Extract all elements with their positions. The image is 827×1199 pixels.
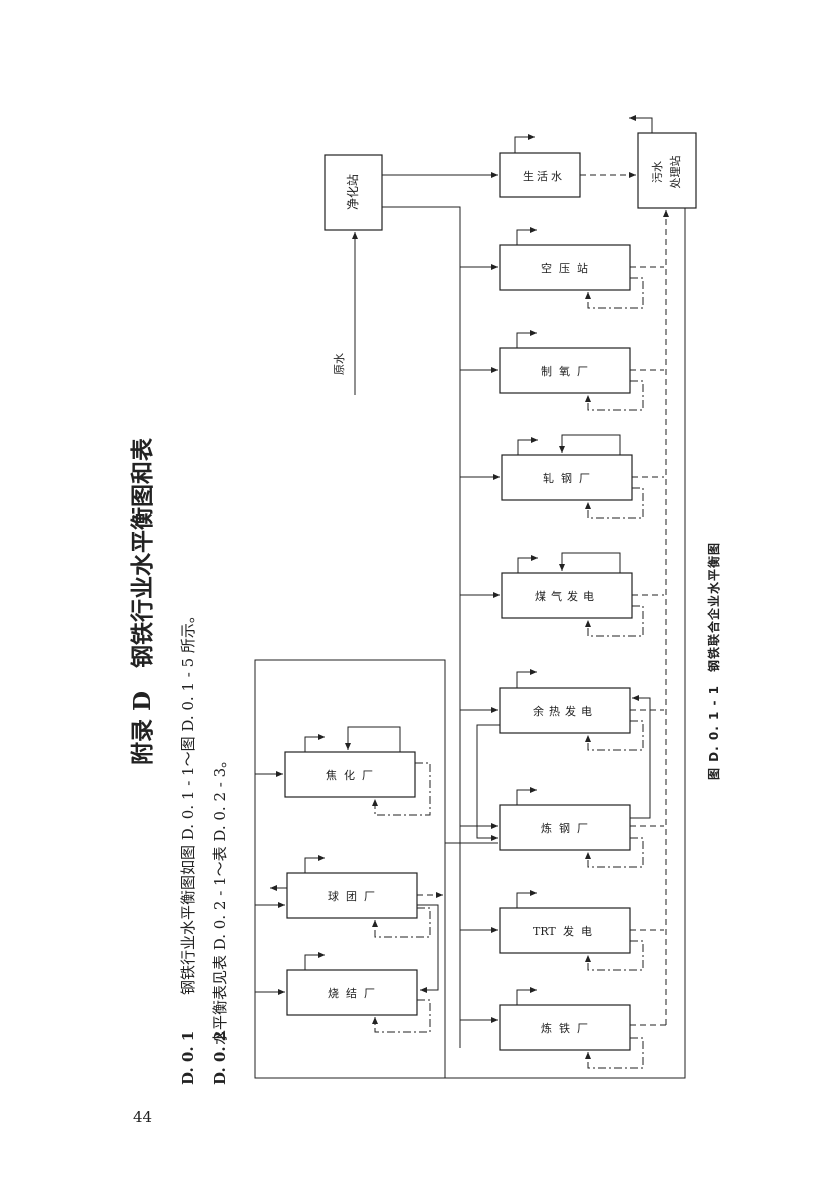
sinter-plant-box: [286, 969, 418, 1016]
rolling-mill-label-3: 厂: [579, 472, 590, 485]
coking-plant-internal-loop: [345, 726, 401, 752]
waste-heat-power-label-3: 发: [565, 704, 576, 718]
sinter-plant-label-1: 烧: [328, 987, 339, 1000]
oxygen-plant-label-2: 氧: [559, 364, 570, 378]
domestic-consumption-arrow: [514, 134, 535, 153]
item-1-number: D. 0. 1: [179, 1031, 197, 1085]
ironmaking-loss: [516, 987, 537, 1005]
purification-station-label: 净化站: [346, 174, 360, 210]
rolling-mill-label-2: 钢: [561, 472, 572, 485]
steelmaking-loss: [516, 787, 537, 805]
water-balance-diagram: 原水 净化站 生 活 水 污水 处理站 空: [254, 115, 697, 1079]
gas-power-label-2: 气: [551, 589, 562, 603]
supply-trunk-line: [382, 206, 461, 1048]
sinter-plant-loss: [304, 952, 325, 970]
air-compression-recycle: [585, 277, 644, 309]
wasteheat-to-steel-link: [476, 724, 500, 841]
oxygen-plant-recycle: [585, 380, 644, 411]
raw-water-label: 原水: [333, 353, 346, 375]
air-compression-label-1: 空: [541, 261, 552, 275]
trt-power-recycle: [585, 940, 644, 971]
page-number: 44: [133, 1108, 152, 1126]
trt-power-label-3: 电: [581, 925, 592, 938]
rolling-mill-label-1: 轧: [543, 471, 554, 485]
steelmaking-label-1: 炼: [541, 821, 552, 835]
figure-caption: 图 D. 0. 1 - 1 钢铁联合企业水平衡图: [706, 542, 721, 780]
item-1-text: 钢铁行业水平衡图如图 D. 0. 1 - 1～图 D. 0. 1 - 5 所示。: [179, 608, 197, 995]
gas-power-label-4: 电: [583, 590, 594, 603]
sewage-treatment-box: [637, 132, 697, 209]
ironmaking-recycle: [585, 1037, 644, 1069]
ironmaking-label-2: 铁: [559, 1022, 570, 1035]
steel-to-wasteheat-link: [630, 695, 651, 819]
item-2-text: 水平衡表见表 D. 0. 2 - 1～表 D. 0. 2 - 3。: [211, 753, 229, 1045]
pellet-plant-label-3: 厂: [364, 890, 375, 903]
sinter-plant-recycle: [372, 999, 431, 1033]
rolling-mill-loss: [517, 437, 538, 455]
item-2-number: D. 0. 2: [211, 1031, 229, 1085]
pellet-plant-label-1: 球: [328, 889, 339, 903]
air-compression-label-3: 站: [577, 261, 588, 275]
sewage-treatment-label-1: 污水: [651, 161, 664, 183]
waste-heat-power-label-1: 余: [533, 704, 544, 718]
sewage-treatment-label-2: 处理站: [668, 156, 682, 189]
rolling-mill-recycle: [585, 487, 644, 519]
oxygen-plant-label-1: 制: [541, 365, 552, 378]
gas-power-recycle: [585, 605, 644, 637]
gas-power-internal-loop: [559, 552, 621, 573]
steelmaking-box: [499, 804, 631, 851]
coking-plant-label-3: 厂: [362, 769, 373, 782]
domestic-water-label-2: 活: [537, 170, 548, 183]
coking-plant-loss: [304, 734, 325, 752]
sinter-plant-label-3: 厂: [364, 987, 375, 1000]
pellet-plant-recycle: [372, 907, 431, 938]
gas-power-loss: [517, 555, 538, 573]
coking-plant-recycle: [372, 762, 431, 816]
ironmaking-label-1: 炼: [541, 1021, 552, 1035]
trt-power-label-1: TRT: [533, 925, 556, 938]
waste-heat-power-loss: [516, 669, 537, 688]
oxygen-plant-label-3: 厂: [577, 365, 588, 378]
steelmaking-recycle: [585, 837, 644, 868]
gas-power-label-1: 煤: [535, 590, 546, 603]
pellet-plant-label-2: 团: [346, 890, 357, 903]
air-compression-label-2: 压: [559, 262, 570, 275]
ironmaking-box: [499, 1004, 631, 1051]
ironmaking-label-3: 厂: [577, 1022, 588, 1035]
sinter-plant-label-2: 结: [346, 987, 357, 1000]
rolling-mill-internal-loop: [559, 434, 621, 455]
waste-heat-power-recycle: [585, 720, 644, 751]
pellet-to-sinter-link: [417, 904, 439, 993]
sewage-discharge-arrow: [629, 115, 653, 133]
domestic-water-label-3: 水: [551, 170, 562, 183]
air-compression-loss: [516, 227, 537, 245]
oxygen-plant-loss: [516, 330, 537, 348]
purification-station-box: [324, 154, 383, 231]
coking-plant-box: [284, 751, 416, 798]
trt-power-loss: [516, 890, 537, 908]
reuse-loop-line: [254, 208, 686, 1079]
steelmaking-label-2: 钢: [559, 822, 570, 835]
domestic-water-label-1: 生: [523, 169, 534, 183]
steelmaking-label-3: 厂: [577, 822, 588, 835]
pellet-plant-loss: [304, 855, 325, 873]
gas-power-label-3: 发: [567, 589, 578, 603]
coking-plant-label-1: 焦: [326, 769, 337, 782]
waste-heat-power-label-2: 热: [549, 705, 560, 718]
waste-heat-power-label-4: 电: [581, 705, 592, 718]
coking-plant-label-2: 化: [344, 768, 355, 782]
trt-power-label-2: 发: [563, 924, 574, 938]
appendix-heading: 附录 D 钢铁行业水平衡图和表: [129, 437, 156, 765]
